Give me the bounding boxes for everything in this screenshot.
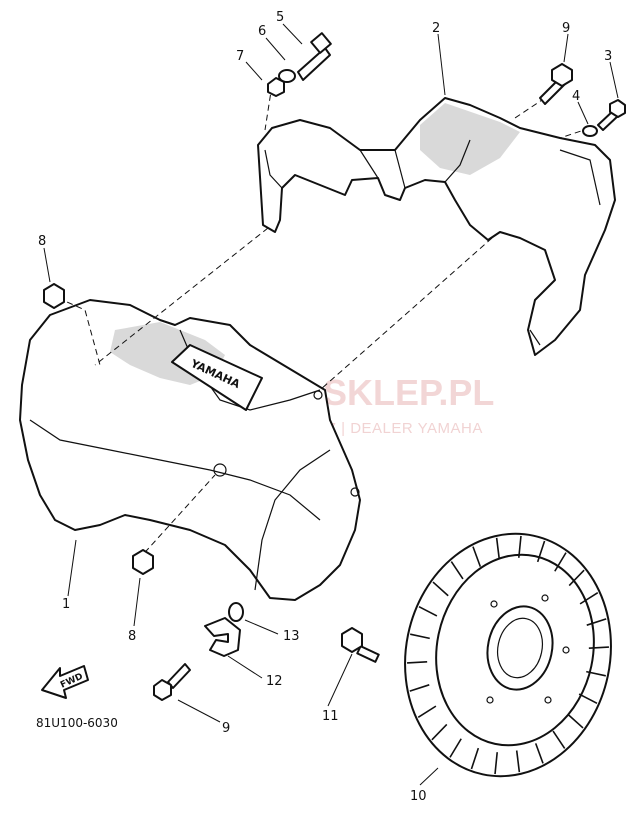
fwd-arrow-icon: FWD <box>41 665 89 699</box>
part-code: 81U100-6030 <box>36 716 118 730</box>
nut-7-icon <box>267 77 285 97</box>
fan-fin <box>515 750 521 773</box>
mount-hole-icon <box>213 463 227 477</box>
fan-fin <box>517 535 522 558</box>
callouts: 5 6 7 2 9 3 4 8 1 8 13 12 9 11 10 <box>38 10 612 804</box>
bolt-11-icon <box>341 627 380 663</box>
fan-fin <box>450 561 464 580</box>
fan-fin <box>472 546 482 567</box>
callout-5: 5 <box>276 10 284 25</box>
bolt-9-bottom-icon <box>153 663 191 701</box>
fan-fin <box>536 540 546 563</box>
leader-lines <box>43 23 619 786</box>
fan-fin <box>409 684 430 692</box>
callout-7: 7 <box>236 49 244 64</box>
fan-fin <box>534 743 544 764</box>
fan-fins <box>407 535 609 775</box>
callout-8-left: 8 <box>38 234 46 249</box>
nut-8-left-icon <box>43 283 65 309</box>
fan-fin <box>407 660 428 664</box>
fan-fin <box>568 569 585 587</box>
fan-fin <box>578 693 598 704</box>
washer-4-icon <box>582 125 598 137</box>
mount-hole-icon <box>313 390 323 400</box>
fan-fin <box>449 738 462 758</box>
callout-10: 10 <box>410 789 427 804</box>
bolt-9-top-icon <box>539 63 573 105</box>
fan-fin <box>579 592 599 605</box>
fan-fin <box>588 646 609 650</box>
part-1-lower-shroud: YAMAHA <box>19 299 361 601</box>
fan-fin <box>410 633 430 640</box>
mount-hole-icon <box>350 487 360 497</box>
clamp-12-icon <box>204 617 241 657</box>
fan-fin <box>470 747 480 770</box>
fan-fin <box>554 552 567 572</box>
fan-fin <box>586 618 607 626</box>
nut-8-bottom-icon <box>132 549 154 575</box>
callout-9-top: 9 <box>562 21 570 36</box>
part-2-upper-cover <box>257 97 616 356</box>
fan-fin <box>567 713 584 729</box>
hub-bolt-holes <box>486 594 570 704</box>
bolt-5-icon <box>297 32 332 81</box>
collar-13-icon <box>228 602 244 622</box>
fan-fin <box>586 670 606 677</box>
fan-fin <box>432 581 449 597</box>
callout-4: 4 <box>572 89 580 104</box>
fan-fin <box>495 537 501 560</box>
fan-fin <box>417 705 437 718</box>
fan-fin <box>431 723 448 741</box>
callout-13: 13 <box>283 629 300 644</box>
washer-6-icon <box>278 69 296 83</box>
callout-9-bottom: 9 <box>222 721 230 736</box>
fan-fin <box>552 730 566 749</box>
callout-3: 3 <box>604 49 612 64</box>
callout-2: 2 <box>432 21 440 36</box>
callout-11: 11 <box>322 709 339 724</box>
callout-8-bottom: 8 <box>128 629 136 644</box>
callout-6: 6 <box>258 24 266 39</box>
callout-12: 12 <box>266 674 283 689</box>
fan-fin <box>494 752 499 775</box>
callout-1: 1 <box>62 597 70 612</box>
fan-fin <box>418 606 438 617</box>
part-10-flywheel-fan <box>404 532 612 778</box>
bolt-3-icon <box>597 99 626 131</box>
